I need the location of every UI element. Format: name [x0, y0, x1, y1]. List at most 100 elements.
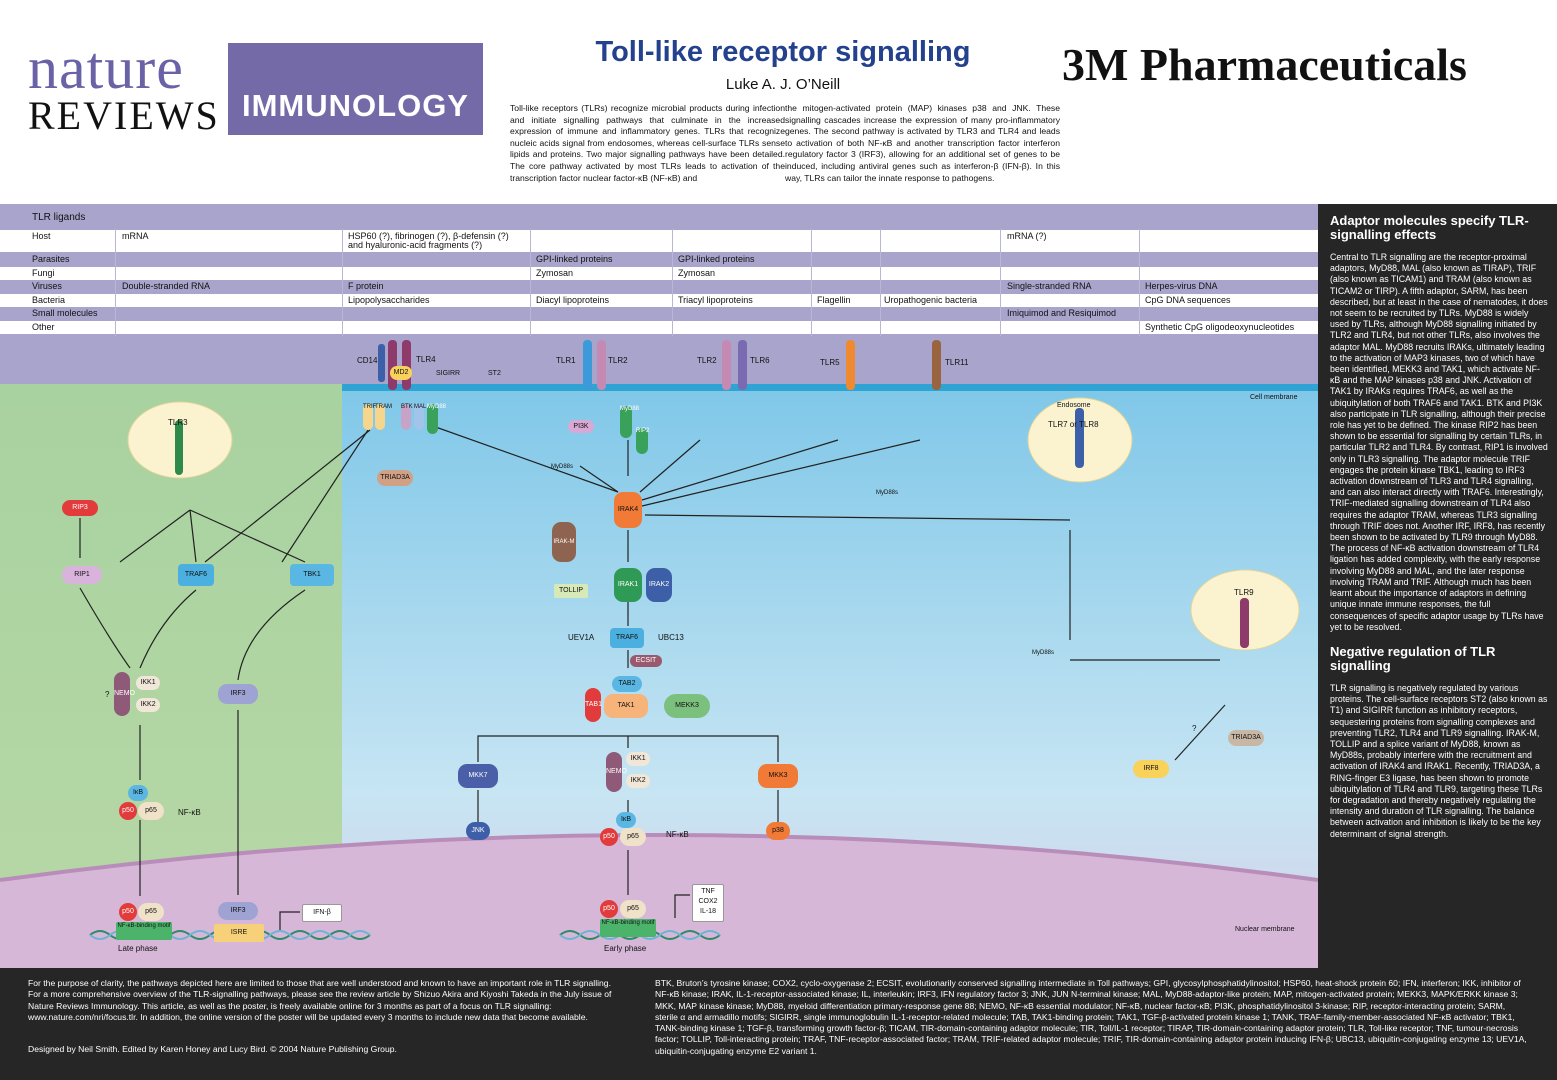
tlr3-label: TLR3 — [168, 418, 188, 427]
st2-label: ST2 — [488, 370, 501, 377]
footer: For the purpose of clarity, the pathways… — [0, 968, 1557, 1080]
myd88-tlr2-node: MyD88 — [620, 406, 639, 438]
sigirr-label: SIGIRR — [436, 370, 461, 377]
irf3-nuclear: IRF3 — [218, 902, 258, 920]
nemo-late-node: NEMO — [114, 672, 135, 716]
ligand-cell: Imiquimod and Resiquimod — [1007, 308, 1117, 318]
ligand-cell: Double-stranded RNA — [122, 281, 211, 291]
tlr2-label-b: TLR2 — [697, 356, 717, 365]
ikk2-late-node: IKK2 — [136, 698, 160, 712]
p65-nuclear-late: p65 — [138, 903, 164, 921]
nucleus — [0, 835, 1318, 968]
footer-note: For the purpose of clarity, the pathways… — [28, 978, 612, 1022]
early-phase-label: Early phase — [604, 944, 647, 953]
tlr4-label: TLR4 — [416, 355, 436, 364]
irak2-node: IRAK2 — [646, 568, 672, 602]
irf8-question-label: ? — [1192, 724, 1197, 733]
trif-node: TRIF — [363, 404, 376, 430]
tab1-node: TAB1 — [585, 688, 602, 722]
ligand-cell: HSP60 (?), fibrinogen (?), β-defensin (?… — [348, 231, 509, 241]
rip2-node: RIP2 — [636, 428, 649, 454]
ikk1-early-node: IKK1 — [626, 752, 650, 766]
ligand-row-label: Parasites — [32, 254, 70, 264]
myd88s-tlr5-node: MyD88s — [875, 490, 898, 496]
tlr6-label: TLR6 — [750, 356, 770, 365]
traf6-trif-node: TRAF6 — [178, 564, 214, 586]
mekk3-node: MEKK3 — [664, 694, 710, 718]
p50-nuclear-late: p50 — [119, 903, 137, 921]
ikk2-early-node: IKK2 — [626, 774, 650, 788]
target-genes: TNF COX2 IL-18 — [692, 884, 724, 922]
sidebar-heading-adaptors: Adaptor molecules specify TLR-signalling… — [1330, 213, 1529, 242]
ligand-cell: and hyaluronic-acid fragments (?) — [348, 240, 483, 250]
ligand-column-divider — [880, 229, 881, 336]
journal-section-label: IMMUNOLOGY — [242, 88, 469, 123]
jnk-node: JNK — [466, 822, 490, 840]
ligand-cell: Uropathogenic bacteria — [884, 295, 978, 305]
nfkb-late-label: NF-κB — [178, 808, 201, 817]
sponsor-logo: 3M Pharmaceuticals — [1062, 39, 1467, 90]
p38-node: p38 — [766, 822, 790, 840]
ubc13-label: UBC13 — [658, 633, 684, 642]
ligand-cell: Zymosan — [678, 268, 716, 278]
ligand-table-heading: TLR ligands — [32, 212, 86, 223]
ligand-row-label: Other — [32, 322, 55, 332]
ligand-column-divider — [672, 229, 673, 336]
mkk3-node: MKK3 — [758, 764, 798, 788]
ligand-row: Host mRNA HSP60 (?), fibrinogen (?), β-def… — [0, 230, 1318, 252]
ligand-cell: mRNA (?) — [1007, 231, 1047, 241]
ligand-cell: mRNA — [122, 231, 149, 241]
sidebar-heading-negative: Negative regulation of TLR signalling — [1330, 643, 1496, 673]
isre-element: ISRE — [214, 924, 264, 942]
uev1a-label: UEV1A — [568, 633, 595, 642]
poster-title: Toll-like receptor signalling — [595, 36, 971, 68]
sidebar-text-adaptors: Central to TLR signalling are the recept… — [1330, 252, 1548, 632]
tlr11-label: TLR11 — [945, 358, 969, 367]
rip1-node: RIP1 — [62, 566, 102, 584]
ligand-row-label: Host — [32, 231, 51, 241]
late-phase-label: Late phase — [118, 944, 158, 953]
sidebar: Adaptor molecules specify TLR-signalling… — [1318, 204, 1557, 970]
p65-early-node: p65 — [620, 828, 646, 846]
nfkb-early-label: NF-κB — [666, 830, 689, 839]
ligand-row: Parasites GPI-linked proteins GPI-linked p… — [0, 253, 1318, 266]
mal-node: MAL — [414, 404, 426, 430]
ikk1-late-node: IKK1 — [136, 676, 160, 690]
nemo-question-label: ? — [105, 690, 110, 699]
nuclear-membrane-label: Nuclear membrane — [1235, 926, 1295, 933]
p50-early-node: p50 — [600, 828, 618, 846]
md2-node: MD2 — [390, 366, 412, 380]
nfkb-motif-late: NF-κB-binding motif — [116, 922, 172, 940]
tlr2-label-a: TLR2 — [608, 356, 628, 365]
ligand-row-label: Bacteria — [32, 295, 66, 305]
irak4-node: IRAK4 — [614, 492, 642, 528]
ligand-cell: Single-stranded RNA — [1007, 281, 1092, 291]
triad3a-tlr9-node: TRIAD3A — [1228, 730, 1264, 746]
pathway-diagram — [0, 340, 1318, 968]
ligand-cell: Diacyl lipoproteins — [536, 295, 610, 305]
ligand-cell: GPI-linked proteins — [536, 254, 613, 264]
nemo-early-node: NEMO — [606, 752, 627, 792]
irf8-node: IRF8 — [1133, 760, 1169, 778]
ikb-early-node: IκB — [616, 812, 636, 828]
ligand-row-label: Viruses — [32, 281, 62, 291]
receptor-rods — [175, 340, 1249, 648]
p50-nuclear-early: p50 — [600, 900, 618, 918]
ligand-column-divider — [811, 229, 812, 336]
ligand-cell: Flagellin — [817, 295, 851, 305]
tram-node: TRAM — [375, 404, 392, 430]
p65-nuclear-early: p65 — [620, 900, 646, 918]
p50-late-node: p50 — [119, 802, 137, 820]
ligand-cell: GPI-linked proteins — [678, 254, 755, 264]
ligand-cell: Herpes-virus DNA — [1145, 281, 1218, 291]
tak1-node: TAK1 — [604, 694, 648, 718]
ligand-cell: Zymosan — [536, 268, 574, 278]
cell-membrane — [342, 384, 1318, 391]
ifnb-gene: IFN-β — [302, 904, 342, 922]
nuclear-membrane — [0, 833, 1318, 882]
tollip-node: TOLLIP — [554, 584, 588, 598]
rip3-node: RIP3 — [62, 500, 98, 516]
sidebar-text-negative: TLR signalling is negatively regulated b… — [1330, 682, 1548, 839]
